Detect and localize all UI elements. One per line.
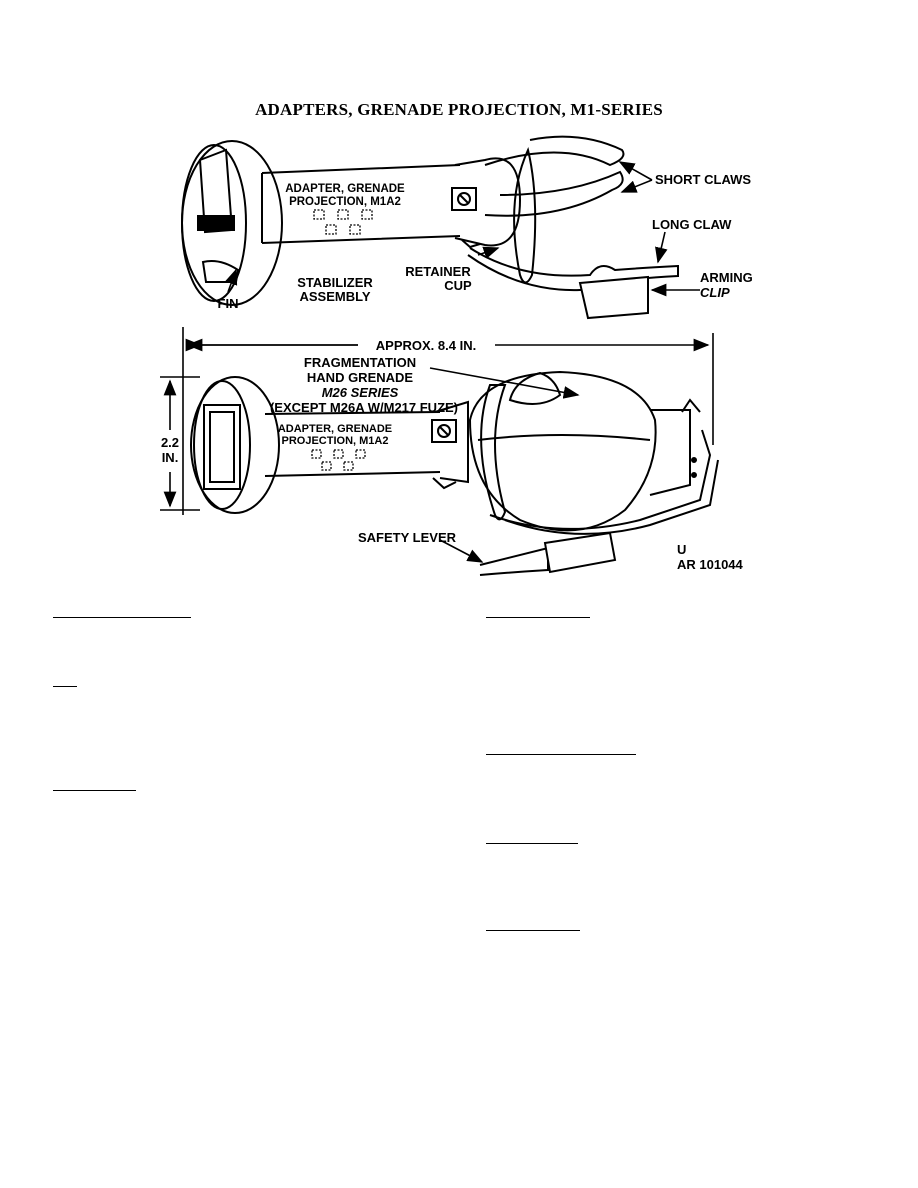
page-title: ADAPTERS, GRENADE PROJECTION, M1-SERIES [255,100,663,119]
right-heading-rule-4 [486,930,580,931]
right-heading-rule-1 [486,617,590,618]
label-grenade-line2: HAND GRENADE [307,370,414,385]
left-heading-rule-1 [53,617,191,618]
top-adapter-text-line1: ADAPTER, GRENADE [285,183,405,195]
length-dimension [182,327,714,515]
adapter-illustration: ADAPTER, GRENADE PROJECTION, M1A2 SHORT … [160,135,753,576]
label-stabilizer: STABILIZER [297,275,373,290]
bottom-serial-marks [311,449,366,471]
label-safety-lever: SAFETY LEVER [358,530,457,545]
left-heading-rule-2 [53,686,77,687]
label-arming: ARMING [700,270,753,285]
top-serial-marks [313,209,373,235]
top-adapter-text-line2: PROJECTION, M1A2 [289,196,401,208]
bottom-adapter-text-line2: PROJECTION, M1A2 [282,435,389,447]
label-short-claws: SHORT CLAWS [655,172,751,187]
label-length: APPROX. 8.4 IN. [376,338,476,353]
label-grenade-line4: (EXCEPT M26A W/M217 FUZE) [270,400,458,415]
label-retainer: RETAINER [405,264,471,279]
label-cup: CUP [444,278,472,293]
diameter-dimension [160,376,200,511]
bottom-adapter-drawing [190,370,719,576]
label-diameter-unit: IN. [162,450,179,465]
label-fin: FIN [218,296,239,311]
top-adapter-drawing [181,135,679,320]
label-assembly: ASSEMBLY [299,289,370,304]
label-long-claw: LONG CLAW [652,217,732,232]
right-heading-rule-2 [486,754,636,755]
bottom-adapter-text-line1: ADAPTER, GRENADE [278,423,392,435]
label-grenade-line3: M26 SERIES [322,385,399,400]
label-diameter-value: 2.2 [161,435,179,450]
left-heading-rule-3 [53,790,136,791]
label-clip: CLIP [700,285,730,300]
label-grenade-line1: FRAGMENTATION [304,355,416,370]
right-heading-rule-3 [486,843,578,844]
figure-code-line1: U [677,542,686,557]
figure-code-line2: AR 101044 [677,557,744,572]
